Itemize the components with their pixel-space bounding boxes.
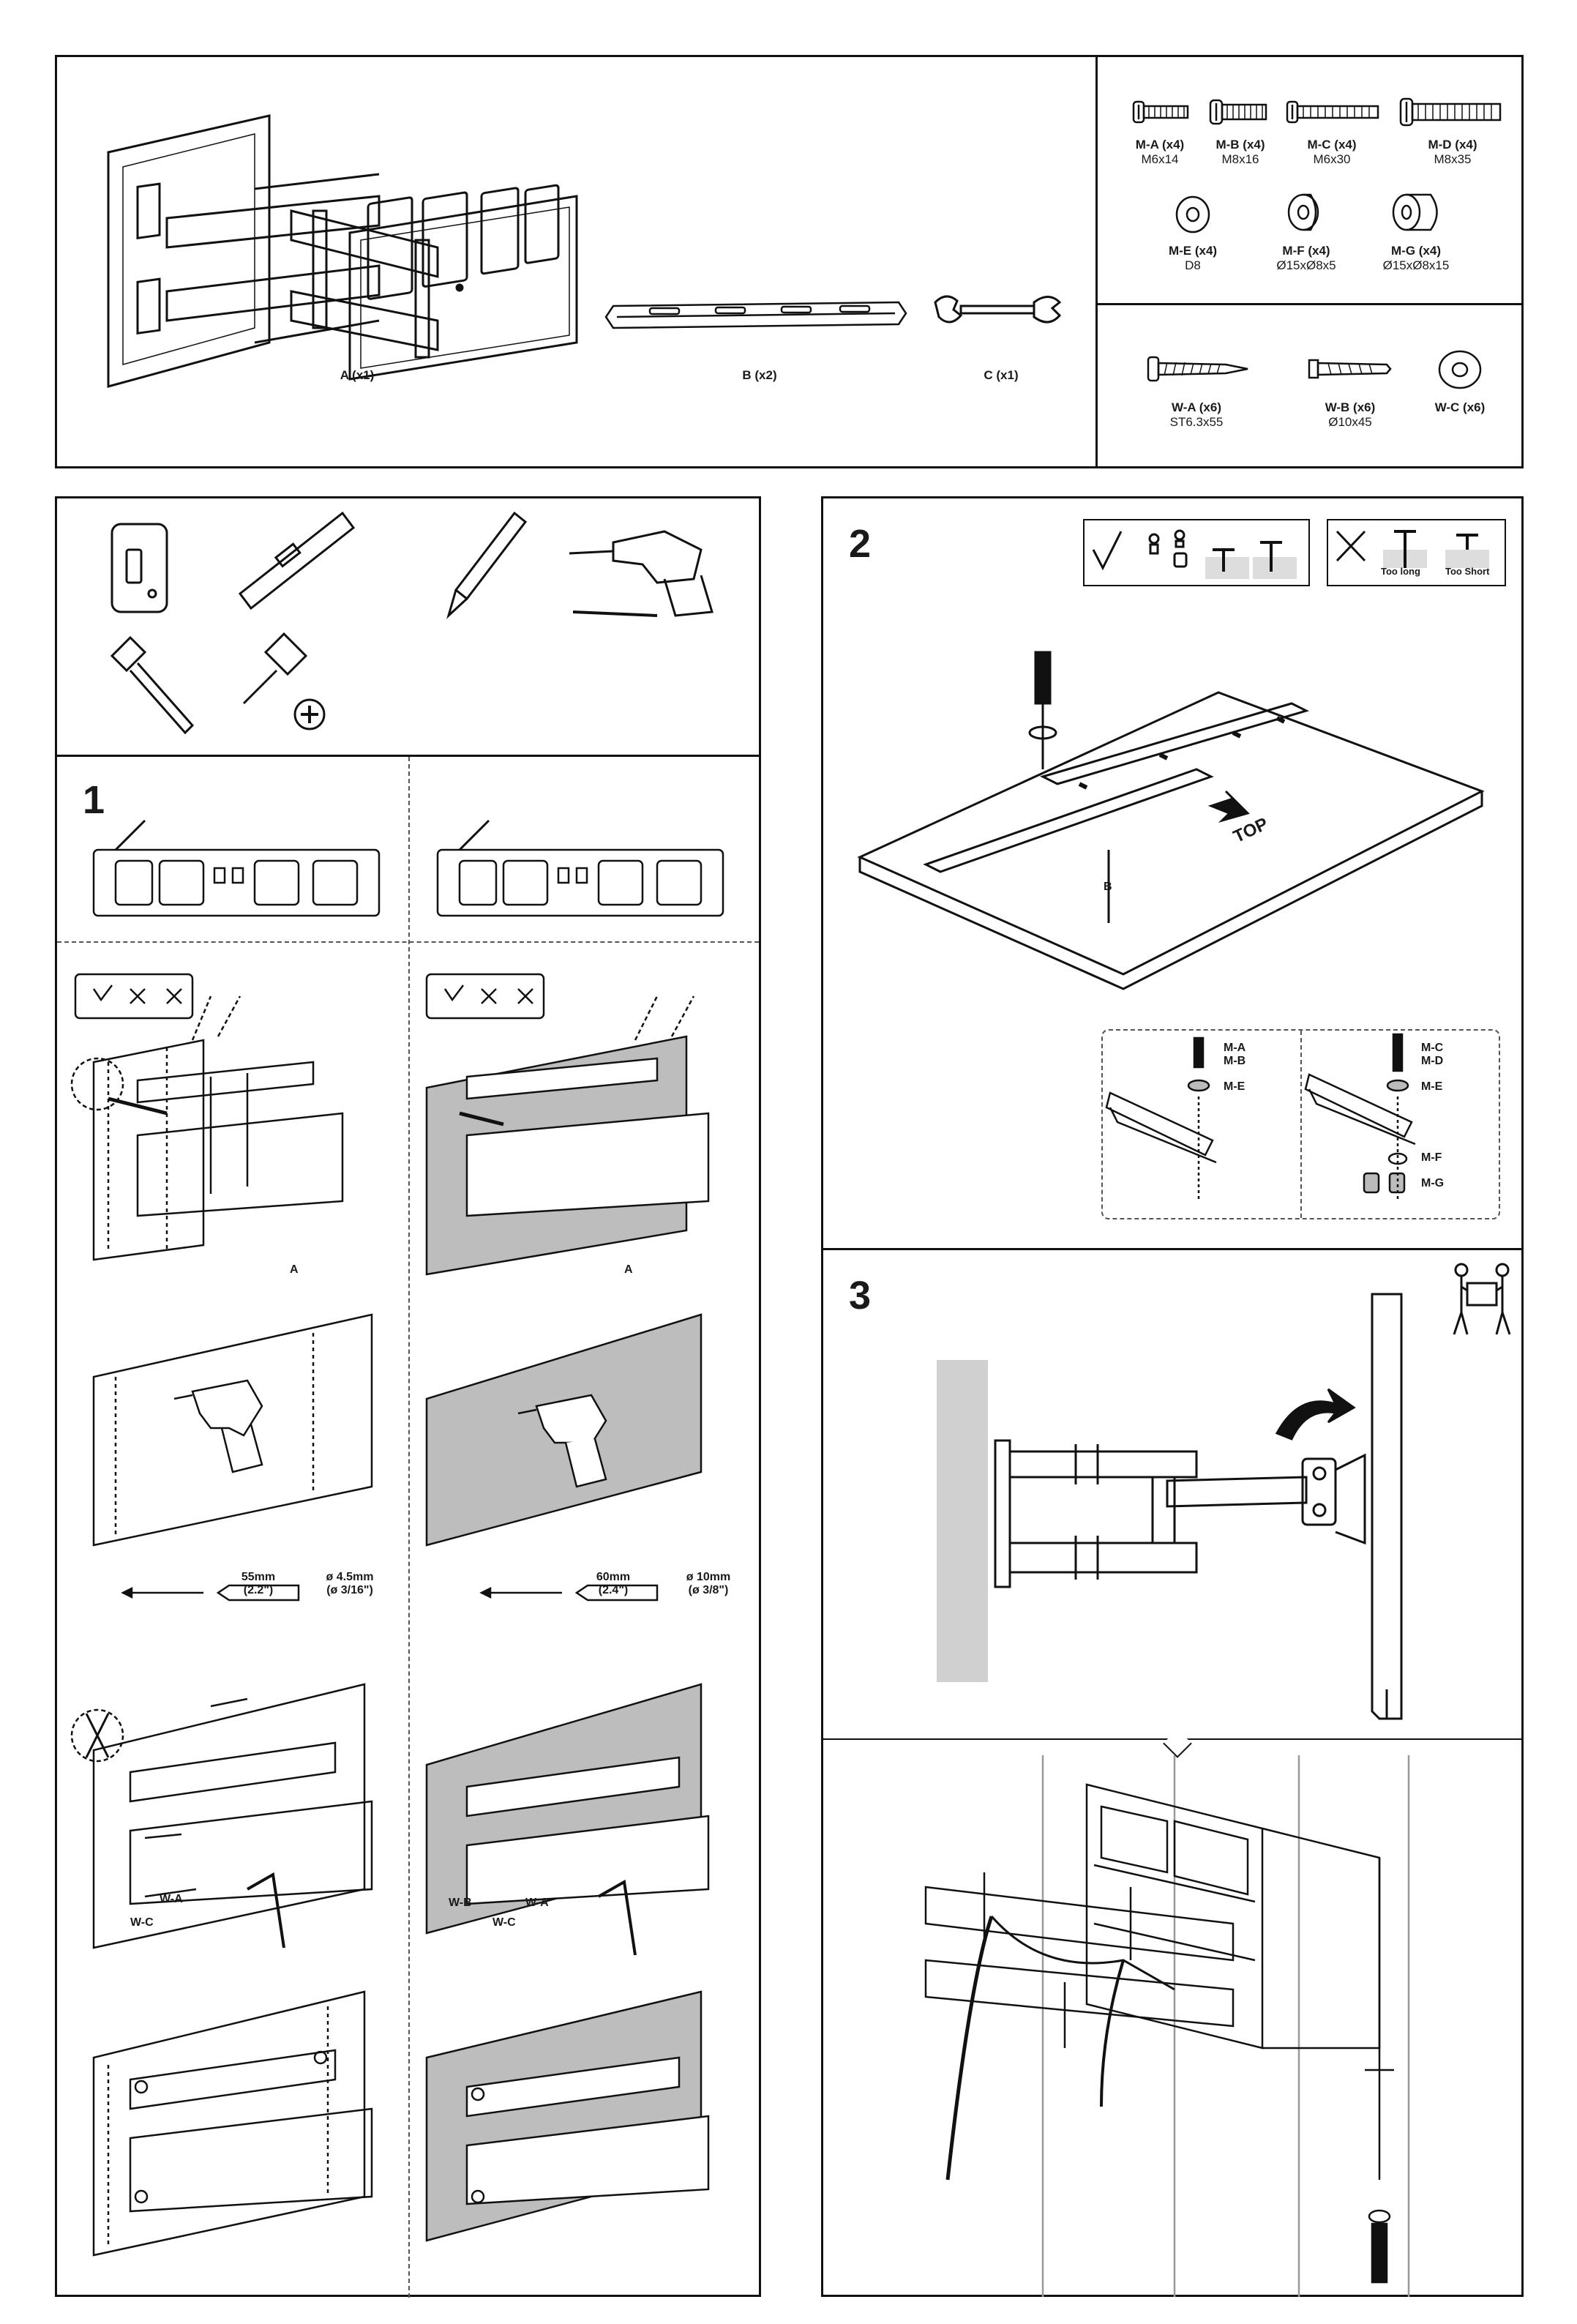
concrete-label-wa: W-A: [525, 1897, 549, 1909]
wood-drill-depth: 55mm(2.2"): [241, 1571, 276, 1596]
spacer-mg-icon: [1392, 193, 1438, 231]
detail-mb: M-B: [1224, 1055, 1246, 1067]
concrete-screwing-illustration: [425, 1683, 710, 1956]
concrete-drill-diameter: ø 10mm(ø 3/8"): [686, 1571, 731, 1596]
rail-b-label: B: [1104, 881, 1112, 893]
concrete-wall-bracket-level: [425, 973, 710, 1276]
long-screw-rail-detail: [1304, 1033, 1416, 1199]
wrench-icon: [934, 295, 1062, 324]
detail-mg: M-G: [1421, 1177, 1445, 1189]
detail-md: M-D: [1421, 1055, 1444, 1067]
tools-divider: [57, 755, 759, 757]
rail-hardware-detail-box: M-A M-B M-E M-C M-D M-E M-F M-G: [1101, 1029, 1500, 1219]
hw-me-label: M-E (x4)D8: [1168, 244, 1218, 272]
bracket-label: A (x1): [340, 368, 375, 382]
rail-illustration: [604, 301, 907, 329]
detail-ma: M-A: [1224, 1042, 1246, 1054]
level-icon: [238, 511, 356, 610]
tools-illustration: [110, 511, 713, 735]
screwdriver-icon: [242, 632, 326, 731]
mounting-plate-left: [92, 819, 381, 917]
concrete-label-a: A: [624, 1263, 633, 1276]
correct-screw-length-box: [1083, 519, 1310, 586]
hw-md-label: M-D (x4)M8x35: [1428, 138, 1477, 166]
step3-number: 3: [849, 1274, 872, 1318]
wood-label-a: A: [290, 1263, 299, 1276]
step3-panel: 3: [821, 1248, 1524, 2297]
hw-mg-label: M-G (x4)Ø15xØ8x15: [1382, 244, 1450, 272]
step2-panel: 2 Too long Too Short: [821, 496, 1524, 1250]
too-short-label: Too Short: [1445, 566, 1490, 577]
screw-ma-icon: [1132, 100, 1189, 124]
wood-screw-wa-icon: [1147, 356, 1248, 382]
wood-label-wc: W-C: [130, 1916, 154, 1929]
hw-wc-label: W-C (x6): [1434, 400, 1486, 414]
hw-ma-label: M-A (x4)M6x14: [1135, 138, 1185, 166]
hang-tv-on-arm-illustration: [937, 1293, 1403, 1720]
wood-drill-diameter: ø 4.5mm(ø 3/16"): [326, 1571, 374, 1596]
rail-label: B (x2): [742, 368, 777, 382]
detail-mf: M-F: [1421, 1151, 1442, 1164]
screw-mc-icon: [1286, 100, 1379, 124]
stud-finder-icon: [110, 523, 168, 613]
incorrect-screw-length-box: Too long Too Short: [1327, 519, 1506, 586]
washer-me-icon: [1175, 195, 1210, 233]
wrench-label: C (x1): [984, 368, 1019, 382]
parts-panel: A (x1) B (x2) C (x1): [55, 55, 1098, 468]
concrete-drill-depth: 60mm(2.4"): [596, 1571, 631, 1596]
hardware-w-panel: W-A (x6)ST6.3x55 W-B (x6)Ø10x45 W-C (x6): [1095, 303, 1524, 468]
concrete-label-wc: W-C: [492, 1916, 516, 1929]
anchor-wb-icon: [1308, 359, 1392, 379]
socket-wrench-icon: [110, 635, 195, 735]
too-long-label: Too long: [1381, 566, 1420, 577]
concrete-label-wb: W-B: [449, 1897, 472, 1909]
wood-final-illustration: [92, 1990, 373, 2257]
drill-icon: [569, 530, 713, 617]
step2-number: 2: [849, 522, 872, 566]
hw-mc-label: M-C (x4)M6x30: [1307, 138, 1357, 166]
detail-me2: M-E: [1421, 1080, 1443, 1093]
detail-mc: M-C: [1421, 1042, 1444, 1054]
hw-mf-label: M-F (x4)Ø15xØ8x5: [1276, 244, 1336, 272]
step1-row-divider: [57, 941, 759, 943]
wood-screwing-illustration: [70, 1683, 373, 1949]
detail-divider: [1300, 1031, 1302, 1218]
check-icon: [1092, 529, 1297, 579]
hw-wa-label: W-A (x6)ST6.3x55: [1169, 400, 1224, 429]
washer-wc-icon: [1438, 350, 1482, 389]
pencil-icon: [446, 511, 528, 619]
hw-mb-label: M-B (x4)M8x16: [1215, 138, 1265, 166]
hw-wb-label: W-B (x6)Ø10x45: [1325, 400, 1376, 429]
screw-mb-icon: [1209, 99, 1267, 125]
two-person-lift-icon: [1453, 1263, 1511, 1335]
wall-bracket-illustration: [107, 114, 578, 388]
tv-back-rails-illustration: [857, 651, 1485, 990]
mounting-plate-right: [436, 819, 724, 917]
cable-management-illustration: [924, 1755, 1410, 2297]
cross-icon: [1336, 530, 1489, 568]
concrete-drilling-illustration: [425, 1313, 703, 1602]
hardware-m-panel: M-A (x4)M6x14 M-B (x4)M8x16 M-C (x4)M6x3…: [1095, 55, 1524, 305]
step1-panel: 1: [55, 496, 761, 2298]
wood-drilling-illustration: [92, 1313, 373, 1602]
screw-md-icon: [1399, 97, 1502, 127]
wood-label-wa: W-A: [160, 1893, 183, 1905]
short-screw-rail-detail: [1105, 1036, 1217, 1199]
spacer-mf-icon: [1287, 193, 1319, 231]
detail-me: M-E: [1224, 1080, 1246, 1093]
wood-wall-bracket-level: [70, 973, 344, 1261]
step1-number: 1: [83, 778, 105, 822]
step1-column-divider: [408, 757, 410, 2298]
concrete-final-illustration: [425, 1990, 710, 2242]
